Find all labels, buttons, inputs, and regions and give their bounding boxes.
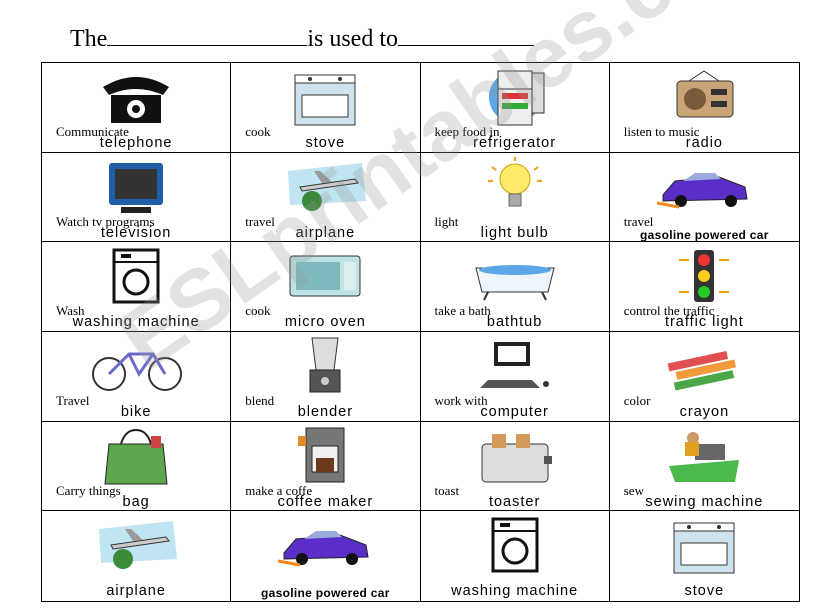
cell-use-label: blend — [245, 392, 275, 408]
vocab-cell: Travel bike — [42, 331, 232, 422]
cell-item-name: stove — [684, 583, 725, 600]
vocab-cell: toast toaster — [420, 421, 610, 512]
vocab-cell: airplane — [42, 511, 232, 601]
stove-icon — [649, 515, 759, 575]
header-blank-1 — [107, 27, 308, 46]
cell-item-name: gasoline powered car — [261, 586, 390, 601]
header-blank-2 — [397, 27, 534, 46]
television-icon — [81, 157, 191, 217]
light-bulb-icon — [460, 156, 570, 217]
cell-item-name: micro oven — [284, 314, 366, 331]
vocab-cell: cook stove — [231, 63, 421, 153]
cell-use-label: Carry things — [56, 482, 121, 498]
toaster-icon — [460, 426, 570, 486]
cell-use-label: color — [623, 392, 651, 408]
cell-item-name: airplane — [106, 583, 166, 600]
cell-item-name: blender — [297, 403, 354, 420]
vocab-cell: cook micro oven — [231, 242, 421, 332]
washing-machine-icon — [81, 246, 191, 306]
computer-icon — [460, 336, 570, 396]
bike-icon — [81, 336, 191, 396]
cell-use-label: Travel — [56, 392, 90, 408]
vocab-cell: blend blender — [231, 331, 421, 422]
sewing-machine-icon — [649, 426, 759, 486]
cell-item-name: coffee maker — [277, 493, 374, 510]
traffic-light-icon — [649, 246, 759, 306]
cell-item-name: gasoline powered car — [640, 227, 769, 242]
cell-use-label: take a bath — [434, 303, 491, 319]
refrigerator-icon — [460, 67, 570, 127]
radio-icon — [649, 67, 759, 127]
cell-item-name: washing machine — [72, 314, 200, 331]
vocab-cell: stove — [610, 511, 799, 601]
cell-use-label: make a coffe — [245, 482, 313, 498]
stove-icon — [270, 67, 380, 127]
cell-item-name: washing machine — [451, 583, 579, 600]
cell-use-label: Communicate — [56, 124, 129, 139]
cell-item-name: radio — [685, 135, 723, 151]
cell-item-name: stove — [305, 135, 346, 151]
cell-item-name: telephone — [99, 135, 173, 151]
bathtub-icon — [460, 246, 570, 306]
header-used-to: is used to — [307, 26, 398, 52]
cell-item-name: light bulb — [480, 224, 549, 241]
cell-item-name: computer — [480, 403, 549, 420]
cell-item-name: toaster — [488, 493, 541, 510]
cell-item-name: crayon — [679, 403, 730, 420]
cell-use-label: work with — [434, 392, 488, 408]
blender-icon — [270, 336, 380, 396]
crayon-icon — [649, 336, 759, 396]
cell-use-label: Watch tv programs — [56, 213, 155, 229]
car-icon — [649, 157, 759, 217]
car-icon — [270, 515, 380, 575]
bag-icon — [81, 426, 191, 486]
cell-item-name: bathtub — [486, 314, 543, 331]
cell-item-name: bike — [120, 403, 152, 420]
microwave-icon — [270, 246, 380, 306]
airplane-icon — [270, 157, 380, 217]
vocab-cell: light light bulb — [420, 152, 610, 243]
cell-use-label: control the traffic — [623, 303, 715, 319]
cell-use-label: cook — [245, 303, 271, 319]
cell-item-name: refrigerator — [473, 135, 557, 151]
vocab-cell: travel airplane — [231, 152, 421, 243]
cell-item-name: airplane — [295, 224, 356, 241]
washing-machine-icon — [460, 515, 570, 575]
cell-use-label: travel — [245, 213, 275, 229]
cell-use-label: keep food in — [434, 124, 500, 139]
cell-use-label: travel — [623, 213, 654, 229]
vocab-cell: color crayon — [609, 332, 799, 422]
cell-item-name: traffic light — [664, 314, 744, 331]
cell-use-label: toast — [434, 482, 460, 498]
cell-use-label: cook — [245, 124, 271, 139]
airplane-icon — [81, 515, 191, 575]
cell-item-name: sewing machine — [645, 493, 764, 510]
cell-use-label: light — [434, 213, 459, 229]
cell-item-name: bag — [122, 493, 150, 510]
header-the: The — [70, 26, 108, 52]
coffee-maker-icon — [270, 426, 380, 486]
vocab-cell: gasoline powered car — [231, 511, 421, 601]
telephone-icon — [81, 67, 191, 127]
cell-item-name: television — [100, 224, 172, 241]
cell-use-label: Wash — [56, 303, 85, 319]
cell-use-label: listen to music — [623, 124, 700, 139]
cell-use-label: sew — [623, 482, 644, 498]
worksheet-header: The is used to — [70, 26, 534, 53]
vocab-cell: washing machine — [421, 511, 610, 601]
